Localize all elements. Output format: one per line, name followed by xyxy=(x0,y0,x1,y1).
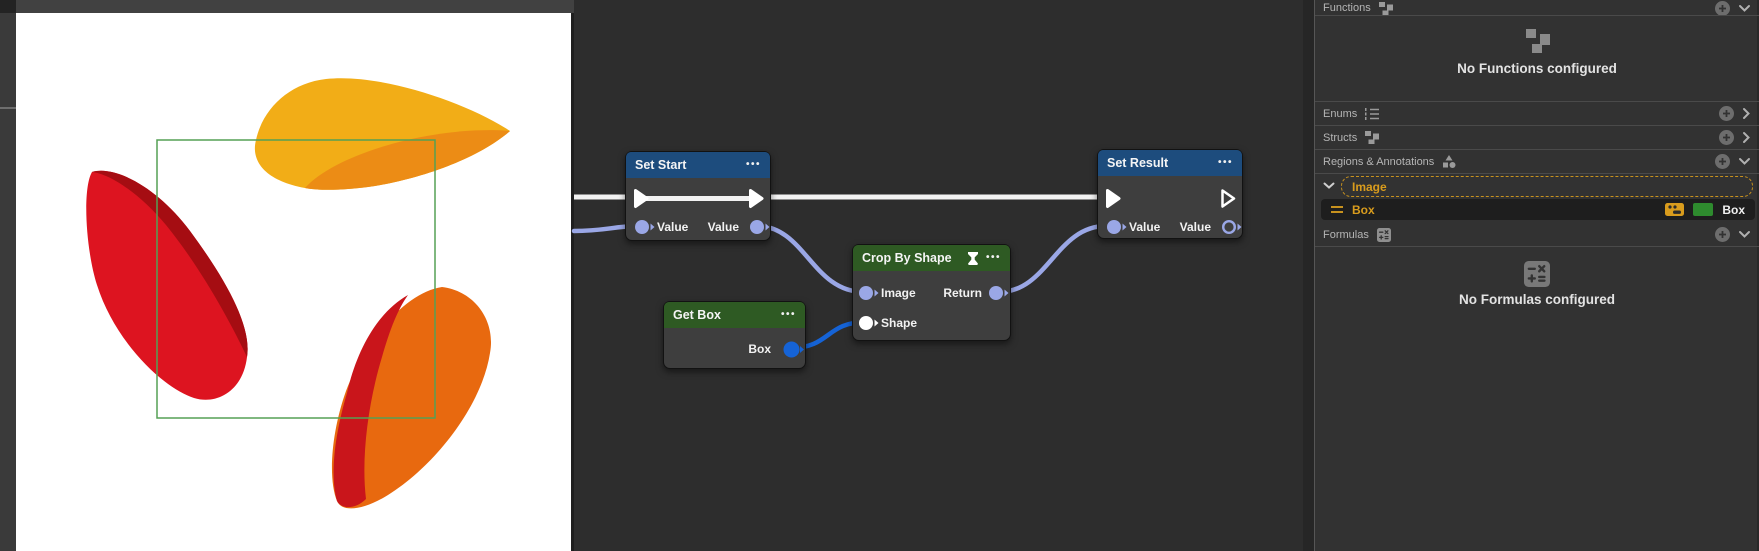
wire-value-to-crop[interactable] xyxy=(754,223,867,295)
separator xyxy=(1315,15,1759,16)
separator xyxy=(1315,149,1759,150)
node-title: Crop By Shape xyxy=(862,251,952,265)
separator xyxy=(1315,246,1759,247)
chevron-right-icon[interactable] xyxy=(1742,107,1751,120)
node-menu-icon[interactable]: ••• xyxy=(1217,157,1233,168)
node-menu-icon[interactable]: ••• xyxy=(780,309,796,320)
exec-out-pin[interactable] xyxy=(748,188,765,209)
annotation-box-overlay[interactable] xyxy=(156,139,436,419)
section-header-formulas[interactable]: Formulas xyxy=(1315,223,1759,246)
separator xyxy=(1315,125,1759,126)
box-out-pin[interactable] xyxy=(783,341,805,358)
node-title: Set Result xyxy=(1107,156,1169,170)
blob-orange-shadow xyxy=(333,295,408,508)
blob-red-shadow xyxy=(92,170,248,357)
regions-icon xyxy=(1442,155,1456,168)
structs-icon xyxy=(1365,131,1380,144)
exec-out-pin-unconnected[interactable] xyxy=(1220,188,1237,209)
node-menu-icon[interactable]: ••• xyxy=(985,252,1001,263)
formulas-icon xyxy=(1376,227,1391,242)
node-set-result[interactable]: Set Result ••• Value Value xyxy=(1097,149,1243,239)
formulas-empty-icon xyxy=(1315,261,1759,292)
blob-yellow-shadow xyxy=(305,130,510,190)
node-set-start-header[interactable]: Set Start ••• xyxy=(626,152,770,178)
exec-passthrough-wire xyxy=(636,196,760,201)
pin-label-image: Image xyxy=(881,286,916,300)
panel-splitter[interactable] xyxy=(1303,0,1315,551)
node-set-start[interactable]: Set Start ••• Value Value xyxy=(625,151,771,241)
add-enum-button[interactable] xyxy=(1719,106,1734,121)
drag-handle-icon[interactable] xyxy=(1331,206,1343,213)
pin-label-value-out: Value xyxy=(1179,220,1211,234)
image-panel-top-bar xyxy=(16,0,574,13)
section-header-structs[interactable]: Structs xyxy=(1315,126,1759,149)
functions-icon xyxy=(1378,1,1393,15)
section-header-regions[interactable]: Regions & Annotations xyxy=(1315,150,1759,173)
region-item-label: Box xyxy=(1352,202,1375,217)
chevron-right-icon[interactable] xyxy=(1742,131,1751,144)
exec-in-pin[interactable] xyxy=(1105,188,1122,209)
pin-label-shape: Shape xyxy=(881,316,918,330)
box-type-color-chip xyxy=(1693,203,1714,216)
add-function-button[interactable] xyxy=(1715,0,1730,16)
region-item-image[interactable]: Image xyxy=(1341,176,1753,197)
image-in-pin[interactable] xyxy=(858,285,880,301)
functions-empty-icon xyxy=(1315,29,1759,58)
wire-return-to-result[interactable] xyxy=(996,223,1109,295)
annotation-link-icon[interactable] xyxy=(1665,203,1685,216)
image-preview-panel[interactable] xyxy=(16,13,574,551)
pin-label-box: Box xyxy=(748,342,771,356)
section-label: Regions & Annotations xyxy=(1323,155,1435,168)
blob-red xyxy=(86,170,248,400)
section-label: Formulas xyxy=(1323,228,1369,241)
value-out-pin[interactable] xyxy=(749,219,771,235)
value-out-pin-unconnected[interactable] xyxy=(1221,219,1243,235)
add-formula-button[interactable] xyxy=(1715,227,1730,242)
section-header-functions[interactable]: Functions xyxy=(1315,0,1759,16)
enums-icon xyxy=(1364,107,1380,120)
region-item-box[interactable]: Box Box xyxy=(1321,199,1755,220)
functions-empty-text: No Functions configured xyxy=(1315,60,1759,78)
pin-label-value-in: Value xyxy=(1129,220,1161,234)
add-struct-button[interactable] xyxy=(1719,130,1734,145)
left-strip-corner xyxy=(0,0,16,13)
section-header-enums[interactable]: Enums xyxy=(1315,102,1759,125)
flask-icon xyxy=(967,251,979,265)
preview-image xyxy=(86,78,510,509)
return-out-pin[interactable] xyxy=(988,285,1010,301)
chevron-down-icon[interactable] xyxy=(1738,230,1751,239)
section-label: Structs xyxy=(1323,131,1358,144)
shape-in-pin[interactable] xyxy=(858,315,880,331)
section-label: Functions xyxy=(1323,2,1371,14)
node-crop-by-shape[interactable]: Crop By Shape ••• Image Return Shape xyxy=(852,244,1011,341)
chevron-down-icon[interactable] xyxy=(1738,4,1751,13)
chevron-down-icon[interactable] xyxy=(1738,157,1751,166)
box-type-label: Box xyxy=(1722,202,1745,217)
node-crop-by-shape-header[interactable]: Crop By Shape ••• xyxy=(853,245,1010,271)
node-get-box-header[interactable]: Get Box ••• xyxy=(664,302,805,328)
section-label: Enums xyxy=(1323,107,1358,120)
left-toolbar-strip xyxy=(0,0,16,551)
node-title: Get Box xyxy=(673,308,721,322)
empty-text: No Formulas configured xyxy=(1458,292,1615,307)
pin-label-value-in: Value xyxy=(657,220,689,234)
left-strip-divider xyxy=(0,107,16,109)
region-item-label: Image xyxy=(1352,179,1387,194)
pin-label-value-out: Value xyxy=(707,220,739,234)
pin-label-return: Return xyxy=(943,286,982,300)
node-get-box[interactable]: Get Box ••• Box xyxy=(663,301,806,369)
config-sidebar: Functions No Functions configured Enums xyxy=(1315,0,1759,551)
exec-in-pin[interactable] xyxy=(633,188,650,209)
add-region-button[interactable] xyxy=(1715,154,1730,169)
node-menu-icon[interactable]: ••• xyxy=(745,159,761,170)
value-in-pin[interactable] xyxy=(634,219,656,235)
separator xyxy=(1315,101,1759,102)
node-set-result-header[interactable]: Set Result ••• xyxy=(1098,150,1242,176)
value-in-pin[interactable] xyxy=(1106,219,1128,235)
node-title: Set Start xyxy=(635,158,687,172)
image-item-expand-chevron[interactable] xyxy=(1323,182,1335,190)
empty-text: No Functions configured xyxy=(1457,61,1617,76)
separator xyxy=(1315,173,1759,174)
formulas-empty-text: No Formulas configured xyxy=(1315,291,1759,309)
